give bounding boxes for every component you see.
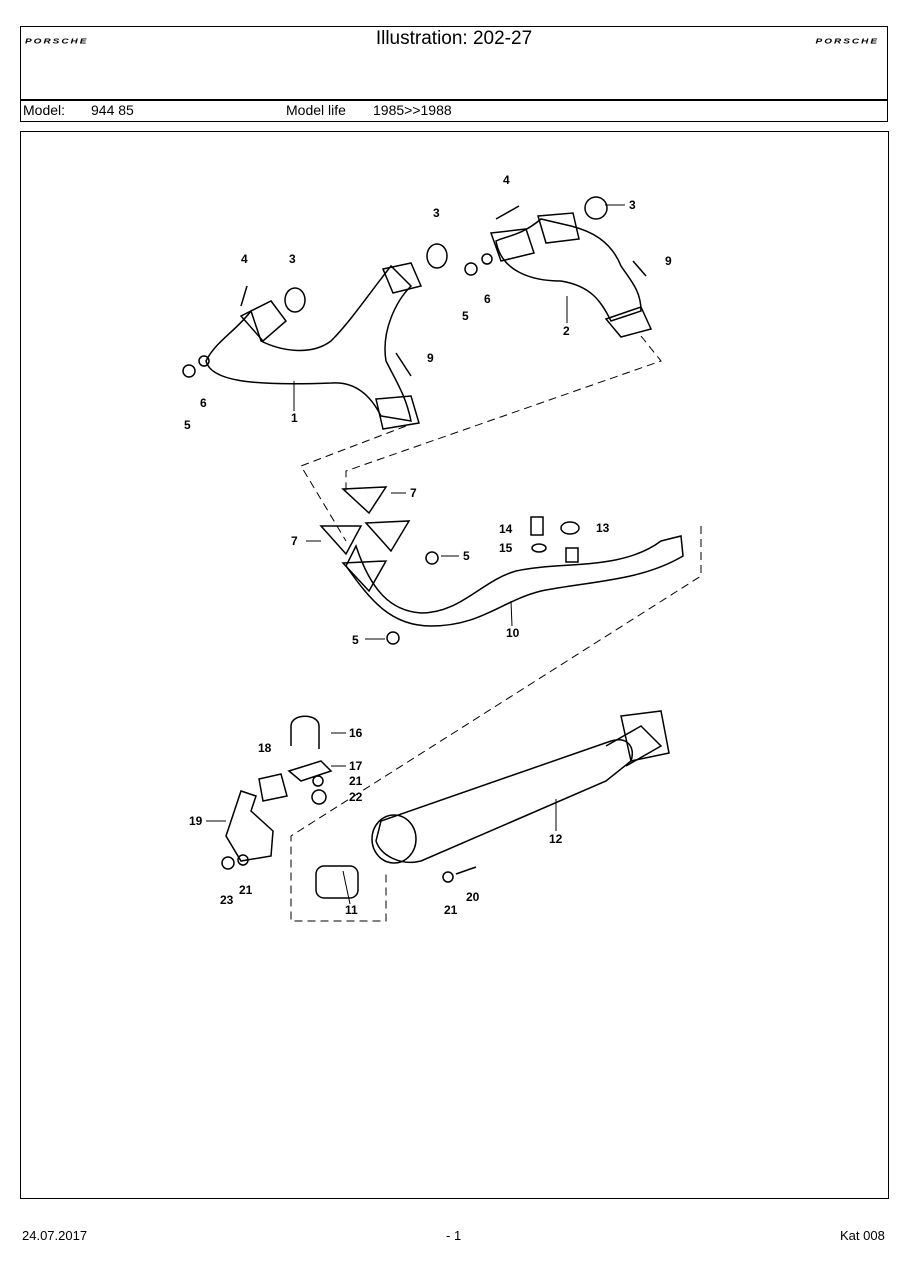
- callout-4a: 4: [241, 252, 248, 266]
- brand-logo-right: PORSCHE: [815, 37, 879, 46]
- callout-4b: 4: [503, 173, 510, 187]
- callout-6a: 6: [200, 396, 207, 410]
- callout-13: 13: [596, 521, 610, 535]
- nut-5c: [425, 551, 439, 565]
- callout-3b: 3: [433, 206, 440, 220]
- sleeve-11: [315, 865, 359, 899]
- front-pipe-10: [345, 535, 684, 627]
- leader-10: [510, 600, 513, 627]
- fitting-10a: [565, 547, 579, 563]
- plug-14: [530, 516, 544, 536]
- muffler-12: [375, 739, 633, 863]
- u-bolt-16: [290, 715, 320, 749]
- header-divider: [21, 99, 887, 101]
- callout-14: 14: [499, 522, 513, 536]
- flange-2c: [604, 306, 653, 338]
- washer-21b: [237, 854, 249, 866]
- gasket-3c: [584, 196, 608, 220]
- muffler-pipe: [605, 725, 663, 767]
- flange-2a: [489, 228, 535, 262]
- callout-17: 17: [349, 759, 363, 773]
- callout-5b: 5: [462, 309, 469, 323]
- callout-16: 16: [349, 726, 363, 740]
- model-row: Model: 944 85 Model life 1985>>1988: [21, 101, 887, 121]
- model-label: Model:: [23, 102, 66, 118]
- model-value: 944 85: [91, 102, 134, 118]
- gasket-3a: [284, 287, 306, 313]
- model-life-value: 1985>>1988: [373, 102, 452, 118]
- footer-page: - 1: [446, 1228, 462, 1243]
- callout-10: 10: [506, 626, 520, 640]
- flange-10a: [364, 520, 411, 553]
- callout-2: 2: [563, 324, 570, 338]
- assembly-line-3: [290, 526, 702, 922]
- callout-15: 15: [499, 541, 513, 555]
- assembly-line-1: [300, 425, 407, 542]
- flange-1c: [375, 395, 420, 430]
- callout-5d: 5: [352, 633, 359, 647]
- stud-4a: [240, 285, 248, 307]
- callout-1: 1: [291, 411, 298, 425]
- nut-22: [311, 789, 327, 805]
- callout-9b: 9: [665, 254, 672, 268]
- callout-5a: 5: [184, 418, 191, 432]
- callout-7b: 7: [291, 534, 298, 548]
- model-life-label: Model life: [286, 102, 346, 118]
- assembly-line-2: [345, 335, 662, 491]
- callout-7a: 7: [410, 486, 417, 500]
- nut-5d: [386, 631, 400, 645]
- bolt-9a: [395, 352, 412, 377]
- callout-21a: 21: [349, 774, 363, 788]
- manifold-1: [205, 264, 413, 422]
- bolt-20: [455, 866, 477, 875]
- illustration-title: Illustration: 202-27: [375, 28, 533, 49]
- callout-3c: 3: [629, 198, 636, 212]
- nut-5a: [182, 364, 196, 378]
- washer-6b: [481, 253, 493, 265]
- gasket-7b: [319, 525, 363, 556]
- callout-11: 11: [345, 903, 358, 917]
- callout-12: 12: [549, 832, 563, 846]
- callout-19: 19: [189, 814, 203, 828]
- callout-5c: 5: [463, 549, 470, 563]
- nut-23: [221, 856, 235, 870]
- exhaust-parts-diagram: 1 2 3 3 3 4 4 5 5 5 5 6 6 7 7 9 9 10 11 …: [182, 173, 702, 922]
- leader-11: [342, 870, 351, 905]
- washer-15: [531, 543, 547, 553]
- muffler-flange: [620, 710, 670, 762]
- washer-21c: [442, 871, 454, 883]
- gasket-3b: [426, 243, 448, 269]
- footer-catalog: Kat 008: [840, 1228, 885, 1243]
- callout-20: 20: [466, 890, 480, 904]
- bracket-17: [287, 760, 333, 782]
- header-box: PORSCHE Illustration: 202-27 PORSCHE Mod…: [20, 26, 888, 122]
- gasket-7a: [341, 486, 388, 515]
- callout-21c: 21: [444, 903, 458, 917]
- muffler-inlet: [371, 814, 417, 864]
- flange-1b: [381, 262, 423, 294]
- brand-logo-left: PORSCHE: [25, 37, 89, 46]
- callout-21b: 21: [239, 883, 253, 897]
- cap-13: [560, 521, 580, 535]
- callout-6b: 6: [484, 292, 491, 306]
- bolt-9b: [632, 260, 647, 277]
- flange-1a: [239, 300, 288, 343]
- footer-date: 24.07.2017: [22, 1228, 88, 1243]
- callout-22: 22: [349, 790, 363, 804]
- callout-9a: 9: [427, 351, 434, 365]
- callout-18: 18: [258, 741, 272, 755]
- washer-21a: [312, 775, 324, 787]
- flange-10b: [341, 560, 388, 593]
- manifold-2: [495, 218, 642, 322]
- washer-6a: [198, 355, 210, 367]
- nut-5b: [464, 262, 478, 276]
- callout-23: 23: [220, 893, 234, 907]
- bracket-19: [225, 790, 274, 862]
- stud-4b: [495, 205, 520, 220]
- illustration-frame: 1 2 3 3 3 4 4 5 5 5 5 6 6 7 7 9 9 10 11 …: [20, 131, 889, 1199]
- flange-2b: [537, 212, 580, 244]
- rubber-mount-18: [258, 773, 288, 802]
- callout-3a: 3: [289, 252, 296, 266]
